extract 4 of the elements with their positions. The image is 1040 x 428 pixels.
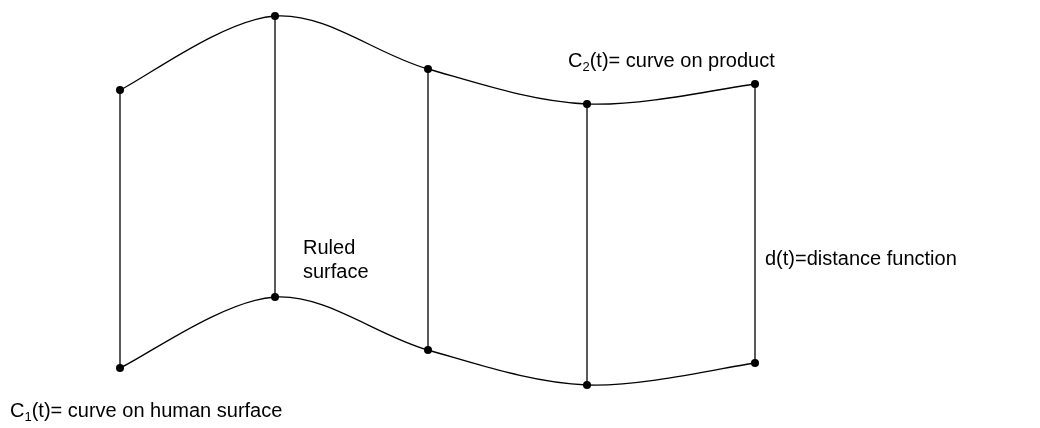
annotation-text: d(t)=distance function — [765, 246, 957, 270]
annotation-text: C$_{2}$(t)= curve on product — [568, 48, 775, 72]
annotation-text: C$_{1}$(t)= curve on human surface — [10, 398, 283, 422]
annotation-text: Ruled surface — [303, 235, 370, 283]
